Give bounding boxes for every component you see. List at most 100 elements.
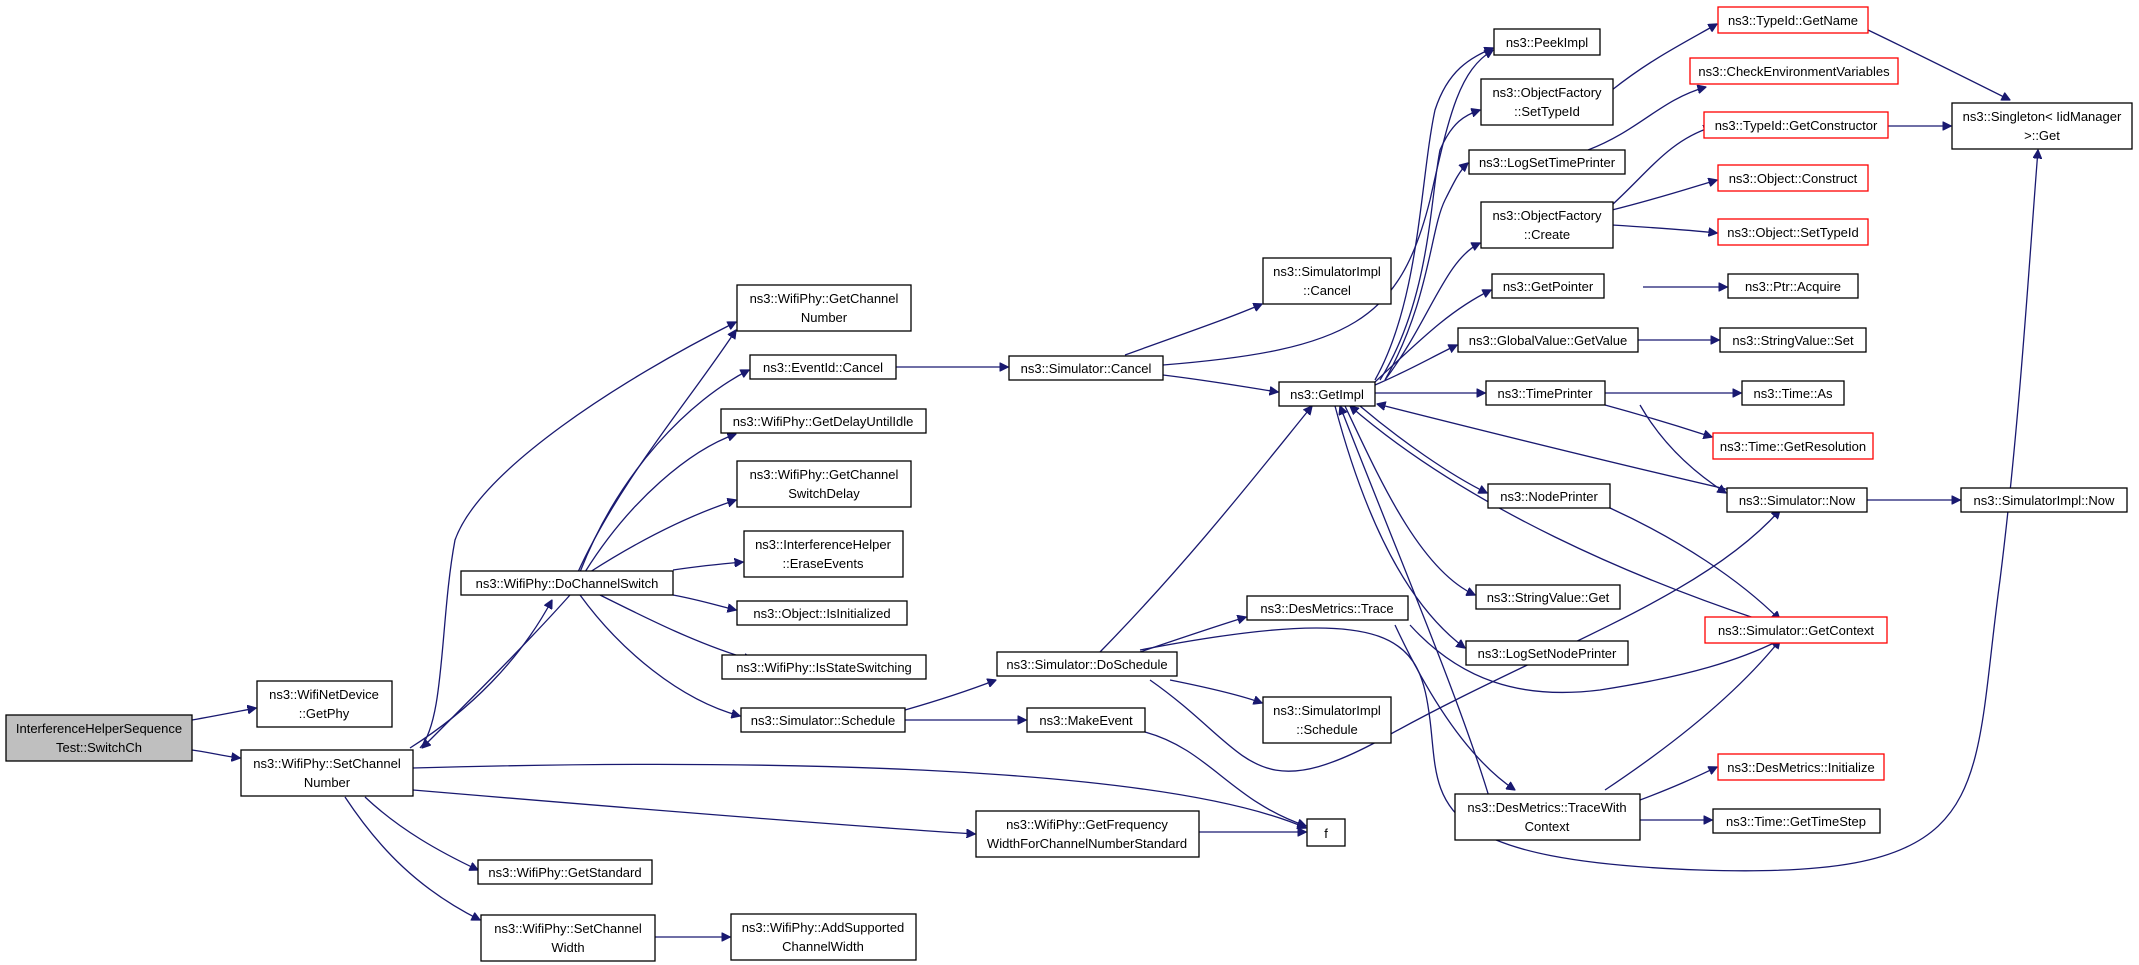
node-interferencehelper-eraseevents[interactable]: ns3::InterferenceHelper ::EraseEvents (743, 530, 904, 578)
node-object-isinitialized[interactable]: ns3::Object::IsInitialized (736, 600, 908, 626)
node-desmetrics-initialize[interactable]: ns3::DesMetrics::Initialize (1717, 753, 1885, 781)
edge-desmetrics-trace-to-tracewithcontext (1394, 624, 1515, 790)
node-wifiphy-dochannelswitch[interactable]: ns3::WifiPhy::DoChannelSwitch (460, 570, 674, 596)
node-simimpl-cancel-line1: ns3::SimulatorImpl (1273, 264, 1381, 279)
node-simulator-now[interactable]: ns3::Simulator::Now (1726, 487, 1868, 513)
node-object-settypeid[interactable]: ns3::Object::SetTypeId (1717, 218, 1869, 246)
edge-dochannelswitch-to-getchannelswitchdelay (589, 500, 736, 573)
node-stringvalue-get[interactable]: ns3::StringValue::Get (1475, 584, 1621, 610)
node-getchannelswitchdelay-line1: ns3::WifiPhy::GetChannel (750, 467, 899, 482)
node-getimpl[interactable]: ns3::GetImpl (1278, 381, 1376, 407)
node-peekimpl-label: ns3::PeekImpl (1506, 35, 1588, 50)
edge-timeprinter-to-getresolution (1604, 404, 1712, 437)
node-timeprinter-label: ns3::TimePrinter (1498, 386, 1594, 401)
edge-getimpl-to-stringvalue-get (1344, 405, 1475, 595)
edge-desmetrics-trace-to-getcontext (1409, 624, 1780, 694)
node-simulatorimpl-cancel[interactable]: ns3::SimulatorImpl ::Cancel (1262, 257, 1392, 305)
node-simulator-schedule[interactable]: ns3::Simulator::Schedule (740, 707, 906, 733)
edge-tracewithcontext-to-desmetrics-initialize (1639, 767, 1717, 801)
edge-getimpl-to-logsetnodeprinter (1334, 405, 1465, 648)
edge-dochannelswitch-to-eraseevents (672, 562, 743, 571)
node-timeprinter[interactable]: ns3::TimePrinter (1485, 380, 1606, 406)
node-logsetnodeprinter[interactable]: ns3::LogSetNodePrinter (1465, 640, 1629, 666)
node-time-gettimestep[interactable]: ns3::Time::GetTimeStep (1712, 808, 1881, 834)
node-checkenvironmentvariables[interactable]: ns3::CheckEnvironmentVariables (1689, 57, 1899, 85)
node-wifiphy-isstateswitching[interactable]: ns3::WifiPhy::IsStateSwitching (721, 654, 927, 680)
node-makeevent[interactable]: ns3::MakeEvent (1026, 707, 1146, 733)
node-objectfactory-settypeid[interactable]: ns3::ObjectFactory ::SetTypeId (1480, 78, 1614, 126)
node-wifinetdevice-getphy[interactable]: ns3::WifiNetDevice ::GetPhy (256, 680, 393, 728)
node-simulator-cancel[interactable]: ns3::Simulator::Cancel (1008, 355, 1164, 381)
node-object-construct[interactable]: ns3::Object::Construct (1717, 164, 1869, 192)
node-nodeprinter[interactable]: ns3::NodePrinter (1487, 483, 1611, 509)
node-wifinetdevice-getphy-line1: ns3::WifiNetDevice (269, 687, 379, 702)
edge-getimpl-to-getpointer (1374, 290, 1491, 383)
node-wifiphy-getchannelswitchdelay[interactable]: ns3::WifiPhy::GetChannel SwitchDelay (736, 460, 912, 508)
edge-root-to-getphy (191, 708, 256, 721)
node-getpointer-label: ns3::GetPointer (1503, 279, 1594, 294)
edge-setchannelnumber-to-getchannelnumber (419, 322, 736, 749)
node-globalvalue-getvalue[interactable]: ns3::GlobalValue::GetValue (1457, 327, 1639, 353)
edge-setchannelnumber-to-setchannelwidth (344, 796, 480, 920)
node-isinitialized-label: ns3::Object::IsInitialized (753, 606, 890, 621)
node-ptr-acquire[interactable]: ns3::Ptr::Acquire (1727, 273, 1859, 299)
node-objfactory-settypeid-line1: ns3::ObjectFactory (1492, 85, 1602, 100)
node-wifiphy-setchannelwidth[interactable]: ns3::WifiPhy::SetChannel Width (480, 914, 656, 962)
node-addsupported-line2: ChannelWidth (782, 939, 864, 954)
node-wifiphy-getfrequencywidth[interactable]: ns3::WifiPhy::GetFrequency WidthForChann… (975, 810, 1200, 858)
node-simulator-getcontext[interactable]: ns3::Simulator::GetContext (1704, 616, 1888, 644)
node-f[interactable]: f (1306, 818, 1346, 847)
node-eventid-cancel-label: ns3::EventId::Cancel (763, 360, 883, 375)
node-getpointer[interactable]: ns3::GetPointer (1491, 273, 1605, 299)
node-stringvalue-set[interactable]: ns3::StringValue::Set (1719, 327, 1867, 353)
edge-logsettimeprinter-to-checkenvvars (1587, 87, 1706, 151)
node-getdelayuntilidle-label: ns3::WifiPhy::GetDelayUntilIdle (733, 414, 914, 429)
edge-doschedule-to-simimpl-schedule (1169, 679, 1262, 703)
node-eraseevents-line1: ns3::InterferenceHelper (755, 537, 892, 552)
edge-doschedule-to-getimpl (1099, 406, 1312, 653)
node-addsupported-line1: ns3::WifiPhy::AddSupported (742, 920, 905, 935)
call-edges (191, 24, 2038, 937)
node-wifiphy-setchannelnumber[interactable]: ns3::WifiPhy::SetChannel Number (240, 749, 414, 797)
node-desmetrics-tracewithcontext[interactable]: ns3::DesMetrics::TraceWith Context (1454, 793, 1641, 841)
node-simulator-doschedule-label: ns3::Simulator::DoSchedule (1006, 657, 1167, 672)
edge-tracewithcontext-to-getcontext (1604, 640, 1780, 791)
node-typeid-getconstructor[interactable]: ns3::TypeId::GetConstructor (1703, 111, 1889, 139)
node-time-getresolution[interactable]: ns3::Time::GetResolution (1712, 432, 1874, 460)
node-root[interactable]: InterferenceHelperSequence Test::SwitchC… (5, 714, 193, 762)
node-logsetnodeprinter-label: ns3::LogSetNodePrinter (1478, 646, 1617, 661)
node-objfactory-create-line1: ns3::ObjectFactory (1492, 208, 1602, 223)
node-checkenvvars-label: ns3::CheckEnvironmentVariables (1698, 64, 1890, 79)
node-simulator-schedule-label: ns3::Simulator::Schedule (751, 713, 896, 728)
node-time-getresolution-label: ns3::Time::GetResolution (1720, 439, 1866, 454)
edge-dochannelswitch-to-isstateswitching (599, 594, 752, 660)
edge-setchannelnumber-to-getfrequency (412, 789, 975, 834)
node-tracewithcontext-line1: ns3::DesMetrics::TraceWith (1467, 800, 1626, 815)
node-wifiphy-addsupportedchannelwidth[interactable]: ns3::WifiPhy::AddSupported ChannelWidth (730, 913, 917, 961)
node-objectfactory-create[interactable]: ns3::ObjectFactory ::Create (1480, 201, 1614, 249)
node-simulatorimpl-schedule[interactable]: ns3::SimulatorImpl ::Schedule (1262, 696, 1392, 744)
edge-dochannelswitch-to-eventid-cancel (579, 370, 749, 573)
node-eraseevents-line2: ::EraseEvents (783, 556, 864, 571)
node-typeid-getconstructor-label: ns3::TypeId::GetConstructor (1715, 118, 1878, 133)
node-wifiphy-getchannelnumber[interactable]: ns3::WifiPhy::GetChannel Number (736, 284, 912, 332)
node-simulator-doschedule[interactable]: ns3::Simulator::DoSchedule (996, 651, 1178, 677)
node-desmetrics-trace-label: ns3::DesMetrics::Trace (1260, 601, 1393, 616)
edge-objfactory-create-to-object-settypeid (1611, 224, 1717, 233)
node-stringvalue-set-label: ns3::StringValue::Set (1732, 333, 1854, 348)
node-peekimpl[interactable]: ns3::PeekImpl (1493, 28, 1601, 56)
node-desmetrics-trace[interactable]: ns3::DesMetrics::Trace (1246, 595, 1409, 621)
node-logsettimeprinter[interactable]: ns3::LogSetTimePrinter (1468, 149, 1626, 175)
node-singleton-iidmanager-get[interactable]: ns3::Singleton< IidManager >::Get (1951, 102, 2133, 150)
node-time-as[interactable]: ns3::Time::As (1741, 380, 1845, 406)
node-wifiphy-getstandard[interactable]: ns3::WifiPhy::GetStandard (477, 859, 653, 885)
node-root-line1: InterferenceHelperSequence (16, 721, 182, 736)
edge-dochannelswitch-to-isinitialized (672, 594, 736, 610)
node-eventid-cancel[interactable]: ns3::EventId::Cancel (749, 354, 897, 380)
node-wifiphy-getdelayuntilidle[interactable]: ns3::WifiPhy::GetDelayUntilIdle (720, 408, 927, 434)
node-typeid-getname[interactable]: ns3::TypeId::GetName (1717, 6, 1869, 34)
node-simulatorimpl-now[interactable]: ns3::SimulatorImpl::Now (1960, 487, 2128, 513)
edge-simulator-cancel-to-getimpl (1162, 374, 1278, 392)
node-simulator-now-label: ns3::Simulator::Now (1739, 493, 1856, 508)
